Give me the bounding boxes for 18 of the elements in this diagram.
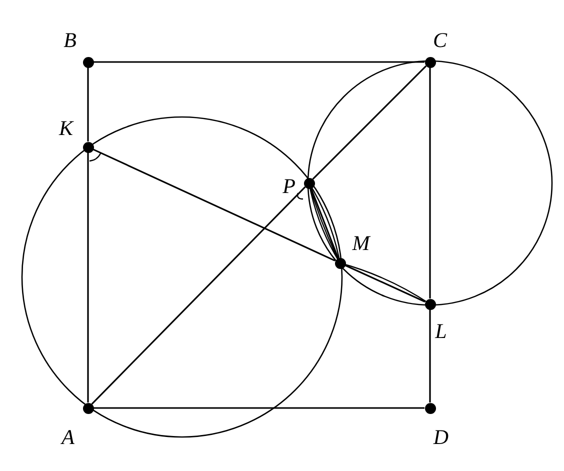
line-segment bbox=[91, 186, 306, 405]
point-label: A bbox=[62, 426, 74, 448]
line-segment bbox=[92, 148, 336, 262]
point-label: M bbox=[352, 232, 370, 254]
line-segment bbox=[94, 407, 424, 409]
point-label: B bbox=[64, 29, 76, 51]
point-label: D bbox=[433, 426, 449, 448]
point-label: K bbox=[59, 117, 73, 139]
line-segment bbox=[87, 152, 89, 402]
line-segment bbox=[310, 188, 339, 258]
line-segment bbox=[87, 68, 89, 142]
line-segment bbox=[429, 68, 431, 298]
line-segment bbox=[94, 61, 424, 63]
line-segment bbox=[429, 310, 431, 402]
line-segment bbox=[312, 65, 427, 180]
point-label: C bbox=[433, 29, 447, 51]
point-label: P bbox=[282, 175, 296, 197]
point-label: L bbox=[435, 320, 447, 342]
